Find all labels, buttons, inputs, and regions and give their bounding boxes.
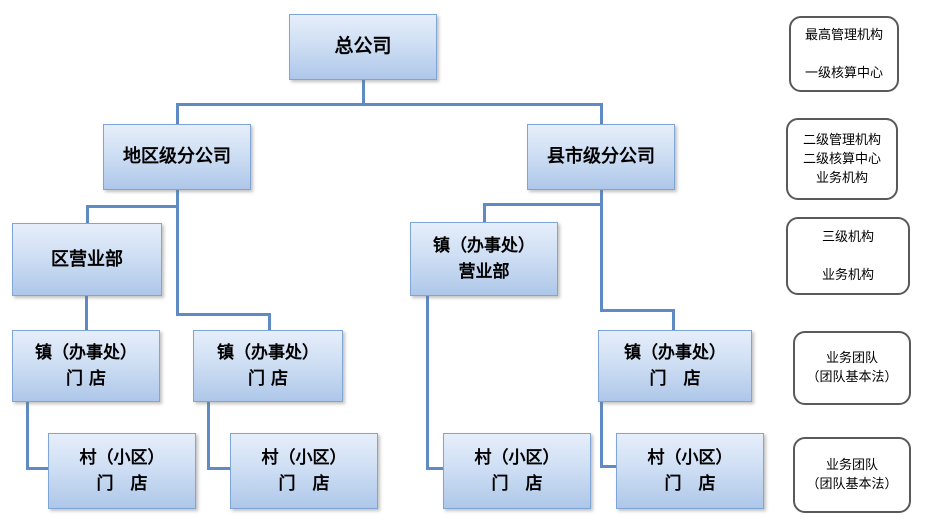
org-node-village-store-4: 村（小区） 门 店 xyxy=(616,433,764,509)
annotation-line: 业务机构 xyxy=(815,170,868,186)
connector-townstore2-to-village2-v xyxy=(207,402,210,470)
annotation-level2-management: 二级管理机构 二级核算中心 业务机构 xyxy=(786,118,898,200)
connector-county-to-townstore3-v xyxy=(672,309,675,330)
connector-regional-to-district-h xyxy=(86,205,179,208)
annotation-business-team-2: 业务团队 （团队基本法） xyxy=(793,437,911,513)
connector-county-to-townstore3-h xyxy=(600,309,675,312)
connector-townoffice-to-village3-h xyxy=(426,467,443,470)
org-node-town-store-2: 镇（办事处） 门 店 xyxy=(193,330,343,402)
org-node-label-line1: 村（小区） xyxy=(647,447,733,468)
annotation-level1-management: 最高管理机构 一级核算中心 xyxy=(789,16,899,92)
connector-regional-to-townstore2-v xyxy=(268,313,271,330)
connector-townstore3-to-village4-v xyxy=(600,402,603,468)
org-node-village-store-3: 村（小区） 门 店 xyxy=(443,433,591,509)
connector-county-to-townoffice-h xyxy=(483,203,603,206)
org-node-label-line1: 村（小区） xyxy=(79,447,165,468)
connector-townoffice-to-village3-v xyxy=(426,296,429,470)
connector-regional-stem xyxy=(176,190,179,316)
org-node-label-line1: 镇（办事处） xyxy=(35,342,137,363)
org-node-town-store-3: 镇（办事处） 门 店 xyxy=(598,330,752,402)
org-node-label-line2: 门 店 xyxy=(491,474,543,494)
annotation-line: 二级管理机构 xyxy=(802,132,881,148)
connector-regional-to-district-v xyxy=(86,205,89,223)
connector-townstore1-to-village1-v xyxy=(26,402,29,470)
org-node-label-line2: 门 店 xyxy=(66,369,106,389)
annotation-line: 业务团队 xyxy=(825,351,878,366)
connector-to-county xyxy=(600,103,603,124)
connector-to-regional xyxy=(176,103,179,124)
org-node-headquarters: 总公司 xyxy=(289,14,437,80)
annotation-line: （团队基本法） xyxy=(806,370,898,385)
org-node-label-line1: 镇（办事处） xyxy=(624,342,726,363)
org-node-town-store-1: 镇（办事处） 门 店 xyxy=(12,330,160,402)
connector-townstore1-to-village1-h xyxy=(26,467,48,470)
annotation-business-team-1: 业务团队 （团队基本法） xyxy=(793,331,911,405)
connector-regional-to-townstore2-h xyxy=(176,313,271,316)
connector-townstore3-to-village4-h xyxy=(600,465,616,468)
org-node-label: 区营业部 xyxy=(51,248,123,270)
connector-county-to-townoffice-v xyxy=(483,203,486,222)
org-node-label-line2: 门 店 xyxy=(248,369,288,389)
org-node-regional-branch: 地区级分公司 xyxy=(103,124,251,190)
connector-county-stem xyxy=(600,190,603,312)
org-node-label: 总公司 xyxy=(334,35,392,58)
annotation-line: 最高管理机构 xyxy=(804,27,883,43)
org-node-district-sales: 区营业部 xyxy=(12,223,162,296)
annotation-line: 三级机构 xyxy=(821,229,874,245)
org-node-label-line2: 门 店 xyxy=(664,474,716,494)
annotation-level3-organs: 三级机构 业务机构 xyxy=(786,217,910,295)
org-node-label-line1: 镇（办事处） xyxy=(433,235,535,256)
annotation-line: （团队基本法） xyxy=(806,477,898,492)
org-node-town-office-sales: 镇（办事处） 营业部 xyxy=(410,222,558,296)
org-node-label-line2: 门 店 xyxy=(278,474,330,494)
annotation-line: 一级核算中心 xyxy=(804,65,883,81)
annotation-line: 业务团队 xyxy=(825,458,878,473)
org-node-label-line2: 门 店 xyxy=(96,474,148,494)
connector-townstore2-to-village2-h xyxy=(207,467,230,470)
org-node-label-line1: 镇（办事处） xyxy=(217,342,319,363)
org-node-county-branch: 县市级分公司 xyxy=(527,124,675,190)
org-node-village-store-1: 村（小区） 门 店 xyxy=(48,433,196,509)
org-node-village-store-2: 村（小区） 门 店 xyxy=(230,433,378,509)
org-node-label: 地区级分公司 xyxy=(123,146,231,168)
annotation-line: 业务机构 xyxy=(821,267,874,283)
connector-head-stem xyxy=(362,80,365,106)
org-node-label-line1: 村（小区） xyxy=(474,447,560,468)
connector-level2-hbar xyxy=(176,103,603,106)
org-node-label-line2: 营业部 xyxy=(458,262,510,282)
connector-district-to-townstore1 xyxy=(85,296,88,330)
annotation-line: 二级核算中心 xyxy=(802,151,881,167)
org-node-label: 县市级分公司 xyxy=(547,146,655,168)
org-node-label-line1: 村（小区） xyxy=(261,447,347,468)
org-node-label-line2: 门 店 xyxy=(649,369,701,389)
